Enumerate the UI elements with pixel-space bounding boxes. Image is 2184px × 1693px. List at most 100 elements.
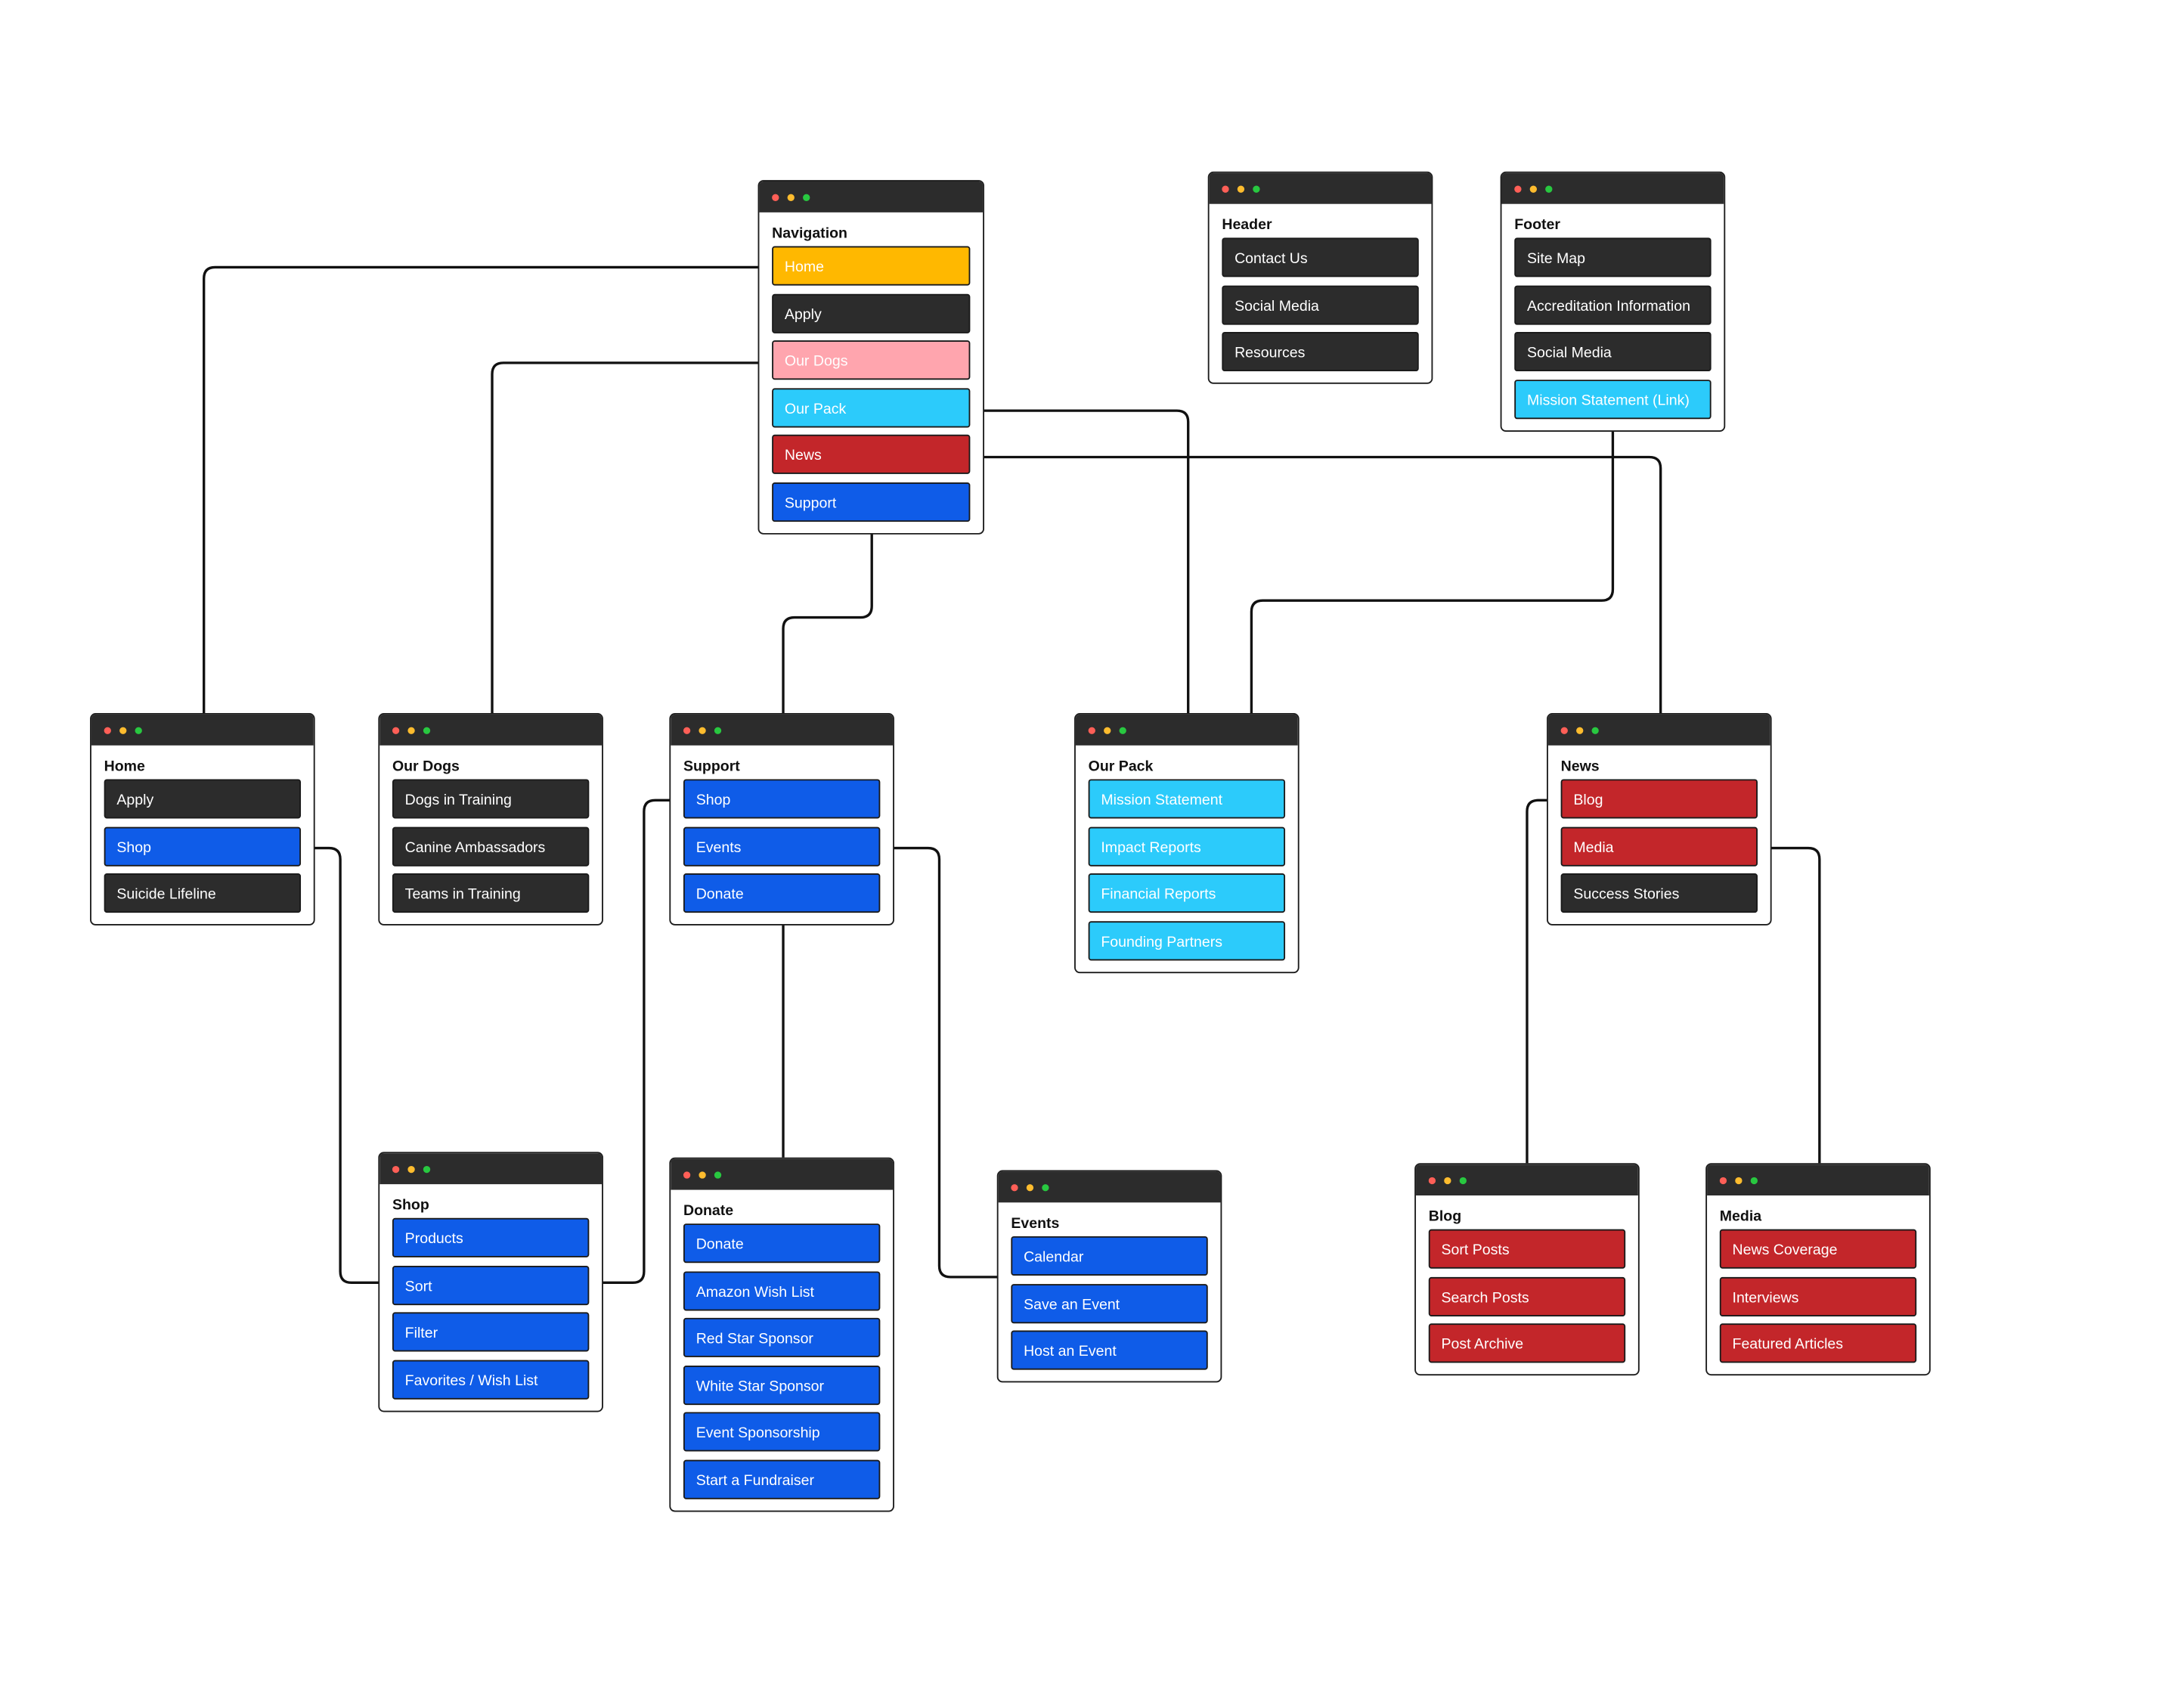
maximize-dot-icon (714, 1171, 722, 1179)
item-news-success-stories[interactable]: Success Stories (1560, 873, 1758, 913)
item-footer-accreditation-information[interactable]: Accreditation Information (1514, 284, 1712, 324)
item-donate-event-sponsorship[interactable]: Event Sponsorship (683, 1412, 881, 1453)
minimize-dot-icon (1529, 185, 1537, 193)
maximize-dot-icon (1750, 1177, 1758, 1185)
window-title: Support (683, 758, 740, 775)
item-media-interviews[interactable]: Interviews (1719, 1276, 1917, 1316)
item-our-pack-founding-partners[interactable]: Founding Partners (1088, 920, 1286, 960)
item-header-contact-us[interactable]: Contact Us (1222, 237, 1419, 278)
window-title: Donate (683, 1202, 734, 1220)
item-events-host-an-event[interactable]: Host an Event (1011, 1330, 1208, 1370)
minimize-dot-icon (787, 194, 795, 201)
item-shop-sort[interactable]: Sort (392, 1265, 590, 1305)
window-title: Blog (1428, 1208, 1462, 1226)
close-dot-icon (1222, 185, 1229, 193)
item-donate-start-a-fundraiser[interactable]: Start a Fundraiser (683, 1459, 881, 1499)
item-header-social-media[interactable]: Social Media (1222, 284, 1419, 324)
window-title-bar (671, 714, 894, 746)
item-events-save-an-event[interactable]: Save an Event (1011, 1283, 1208, 1323)
maximize-dot-icon (1545, 185, 1553, 193)
item-our-pack-financial-reports[interactable]: Financial Reports (1088, 873, 1286, 913)
window-title-bar (1547, 714, 1770, 746)
window-title: Our Dogs (392, 758, 460, 775)
item-navigation-our-pack[interactable]: Our Pack (772, 387, 971, 428)
item-our-pack-impact-reports[interactable]: Impact Reports (1088, 826, 1286, 867)
maximize-dot-icon (135, 727, 142, 734)
window-title-bar (1075, 714, 1298, 746)
item-footer-site-map[interactable]: Site Map (1514, 237, 1712, 278)
item-shop-filter[interactable]: Filter (392, 1312, 590, 1352)
item-donate-donate[interactable]: Donate (683, 1223, 881, 1264)
maximize-dot-icon (1253, 185, 1260, 193)
minimize-dot-icon (1735, 1177, 1743, 1185)
item-news-blog[interactable]: Blog (1560, 779, 1758, 819)
maximize-dot-icon (423, 727, 431, 734)
item-navigation-our-dogs[interactable]: Our Dogs (772, 340, 971, 380)
window-title-bar (1707, 1164, 1929, 1195)
item-our-dogs-dogs-in-training[interactable]: Dogs in Training (392, 779, 590, 819)
item-our-dogs-teams-in-training[interactable]: Teams in Training (392, 873, 590, 913)
item-our-pack-mission-statement[interactable]: Mission Statement (1088, 779, 1286, 819)
maximize-dot-icon (1591, 727, 1599, 734)
item-events-calendar[interactable]: Calendar (1011, 1236, 1208, 1276)
item-blog-sort-posts[interactable]: Sort Posts (1428, 1229, 1626, 1269)
item-home-suicide-lifeline[interactable]: Suicide Lifeline (104, 873, 302, 913)
close-dot-icon (1011, 1184, 1018, 1192)
maximize-dot-icon (803, 194, 810, 201)
window-title-bar (1416, 1164, 1638, 1195)
connector-navigation-news-to-news (970, 455, 1662, 714)
window-title: Footer (1514, 216, 1560, 234)
item-donate-amazon-wish-list[interactable]: Amazon Wish List (683, 1270, 881, 1310)
item-navigation-support[interactable]: Support (772, 482, 971, 522)
item-blog-search-posts[interactable]: Search Posts (1428, 1276, 1626, 1316)
window-title-bar (671, 1158, 894, 1190)
item-donate-white-star-sponsor[interactable]: White Star Sponsor (683, 1365, 881, 1405)
window-title-bar (379, 1153, 603, 1185)
item-our-dogs-canine-ambassadors[interactable]: Canine Ambassadors (392, 826, 590, 867)
window-title: News (1560, 758, 1600, 775)
item-home-apply[interactable]: Apply (104, 779, 302, 819)
item-navigation-news[interactable]: News (772, 435, 971, 475)
minimize-dot-icon (699, 1171, 706, 1179)
maximize-dot-icon (714, 727, 722, 734)
connector-home-shop-to-shop (303, 846, 392, 1284)
item-footer-mission-statement-link[interactable]: Mission Statement (Link) (1514, 379, 1712, 419)
item-home-shop[interactable]: Shop (104, 826, 302, 867)
connector-navigation-home-to-home (203, 265, 771, 714)
item-support-shop[interactable]: Shop (683, 779, 881, 819)
item-news-media[interactable]: Media (1560, 826, 1758, 867)
item-donate-red-star-sponsor[interactable]: Red Star Sponsor (683, 1318, 881, 1358)
item-shop-products[interactable]: Products (392, 1217, 590, 1257)
item-support-events[interactable]: Events (683, 826, 881, 867)
item-navigation-home[interactable]: Home (772, 246, 971, 286)
close-dot-icon (683, 1171, 691, 1179)
item-media-featured-articles[interactable]: Featured Articles (1719, 1323, 1917, 1363)
window-title: Our Pack (1088, 758, 1154, 775)
item-shop-favorites-wish-list[interactable]: Favorites / Wish List (392, 1360, 590, 1400)
window-title: Header (1222, 216, 1272, 234)
item-media-news-coverage[interactable]: News Coverage (1719, 1229, 1917, 1269)
item-footer-social-media[interactable]: Social Media (1514, 332, 1712, 372)
item-navigation-apply[interactable]: Apply (772, 293, 971, 333)
minimize-dot-icon (1444, 1177, 1451, 1185)
window-title-bar (379, 714, 603, 746)
connector-news-blog-to-blog (1526, 798, 1560, 1164)
item-blog-post-archive[interactable]: Post Archive (1428, 1323, 1626, 1363)
item-support-donate[interactable]: Donate (683, 873, 881, 913)
close-dot-icon (772, 194, 779, 201)
close-dot-icon (1719, 1177, 1727, 1185)
close-dot-icon (104, 727, 111, 734)
item-header-resources[interactable]: Resources (1222, 332, 1419, 372)
